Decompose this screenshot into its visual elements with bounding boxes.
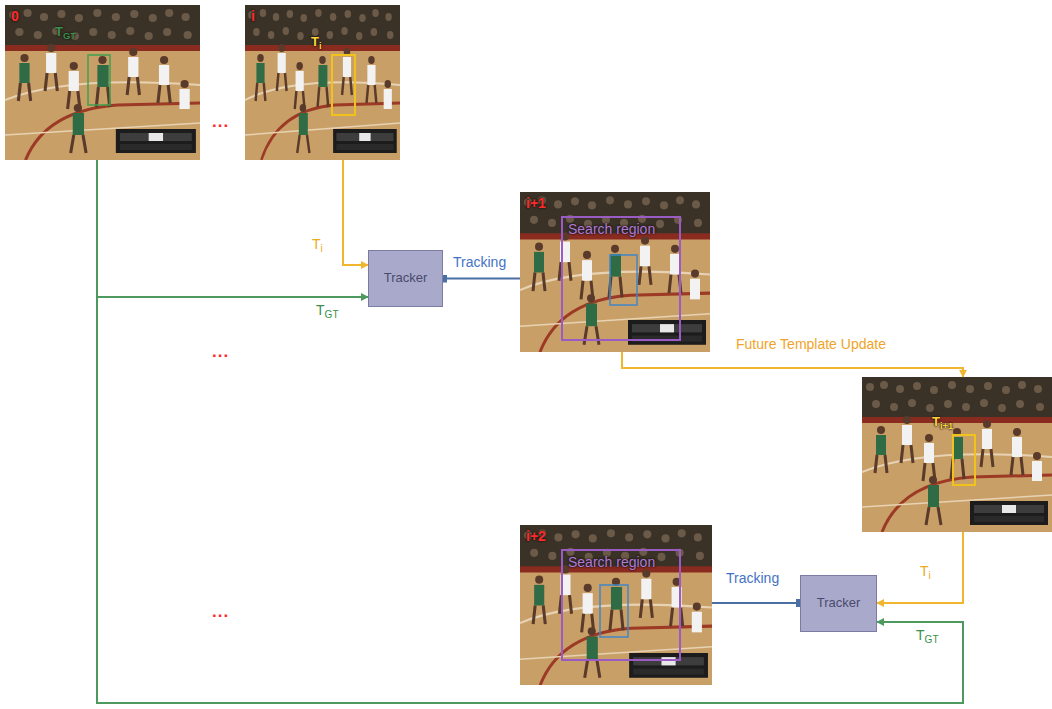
- search-region-box: [562, 217, 680, 340]
- ellipsis-mark: ...: [210, 342, 231, 362]
- region-label: Search region: [568, 554, 655, 570]
- edge-label: Tracking: [724, 570, 781, 586]
- ellipsis-mark: ...: [210, 112, 231, 132]
- connector: [343, 160, 368, 265]
- video-frame: [520, 525, 712, 685]
- box-label: Ti+1: [932, 415, 953, 430]
- edge-label: Future Template Update: [734, 336, 888, 352]
- connector: [443, 278, 520, 280]
- box-label: TGT: [55, 25, 76, 40]
- tracker-box: Tracker: [800, 575, 877, 632]
- connector: [877, 532, 963, 603]
- connector: [712, 602, 800, 604]
- subscript: GT: [63, 31, 76, 41]
- edge-label: Ti: [310, 236, 325, 252]
- video-frame: [245, 5, 400, 160]
- edge-label: Ti: [918, 563, 933, 579]
- subscript: GT: [325, 309, 339, 320]
- video-frame: i+2Search region: [520, 525, 712, 685]
- ellipsis-mark: ...: [210, 602, 231, 622]
- frame-index: 0: [11, 8, 19, 24]
- connector: [97, 160, 963, 703]
- video-frame: iTi: [245, 5, 400, 160]
- video-frame: Ti+1: [862, 377, 1052, 532]
- template-box: [953, 435, 975, 485]
- video-frame: [520, 192, 710, 352]
- subscript: GT: [925, 634, 939, 645]
- ground-truth-box: [88, 55, 110, 105]
- subscript: i: [319, 41, 322, 51]
- video-frame: [5, 5, 200, 160]
- frame-index: i+1: [526, 195, 546, 211]
- box-label: Ti: [311, 35, 322, 50]
- tracker-box: Tracker: [368, 250, 443, 307]
- template-box: [332, 55, 355, 115]
- video-frame: 0TGT: [5, 5, 200, 160]
- tracker-label: Tracker: [817, 596, 861, 611]
- frame-index: i: [251, 8, 255, 24]
- tracked-box: [610, 255, 637, 305]
- video-frame: [862, 377, 1052, 532]
- edge-label: Tracking: [451, 254, 508, 270]
- edge-label: TGT: [914, 627, 941, 643]
- video-frame: i+1Search region: [520, 192, 710, 352]
- search-region-box: [562, 550, 680, 660]
- tracker-label: Tracker: [384, 271, 428, 286]
- region-label: Search region: [568, 221, 655, 237]
- frame-index: i+2: [526, 528, 546, 544]
- connector: [97, 160, 368, 297]
- connector: [622, 352, 963, 377]
- tracked-box: [600, 585, 628, 637]
- edge-label: TGT: [314, 302, 341, 318]
- subscript: i: [929, 570, 931, 581]
- subscript: i+1: [940, 421, 953, 431]
- subscript: i: [321, 243, 323, 254]
